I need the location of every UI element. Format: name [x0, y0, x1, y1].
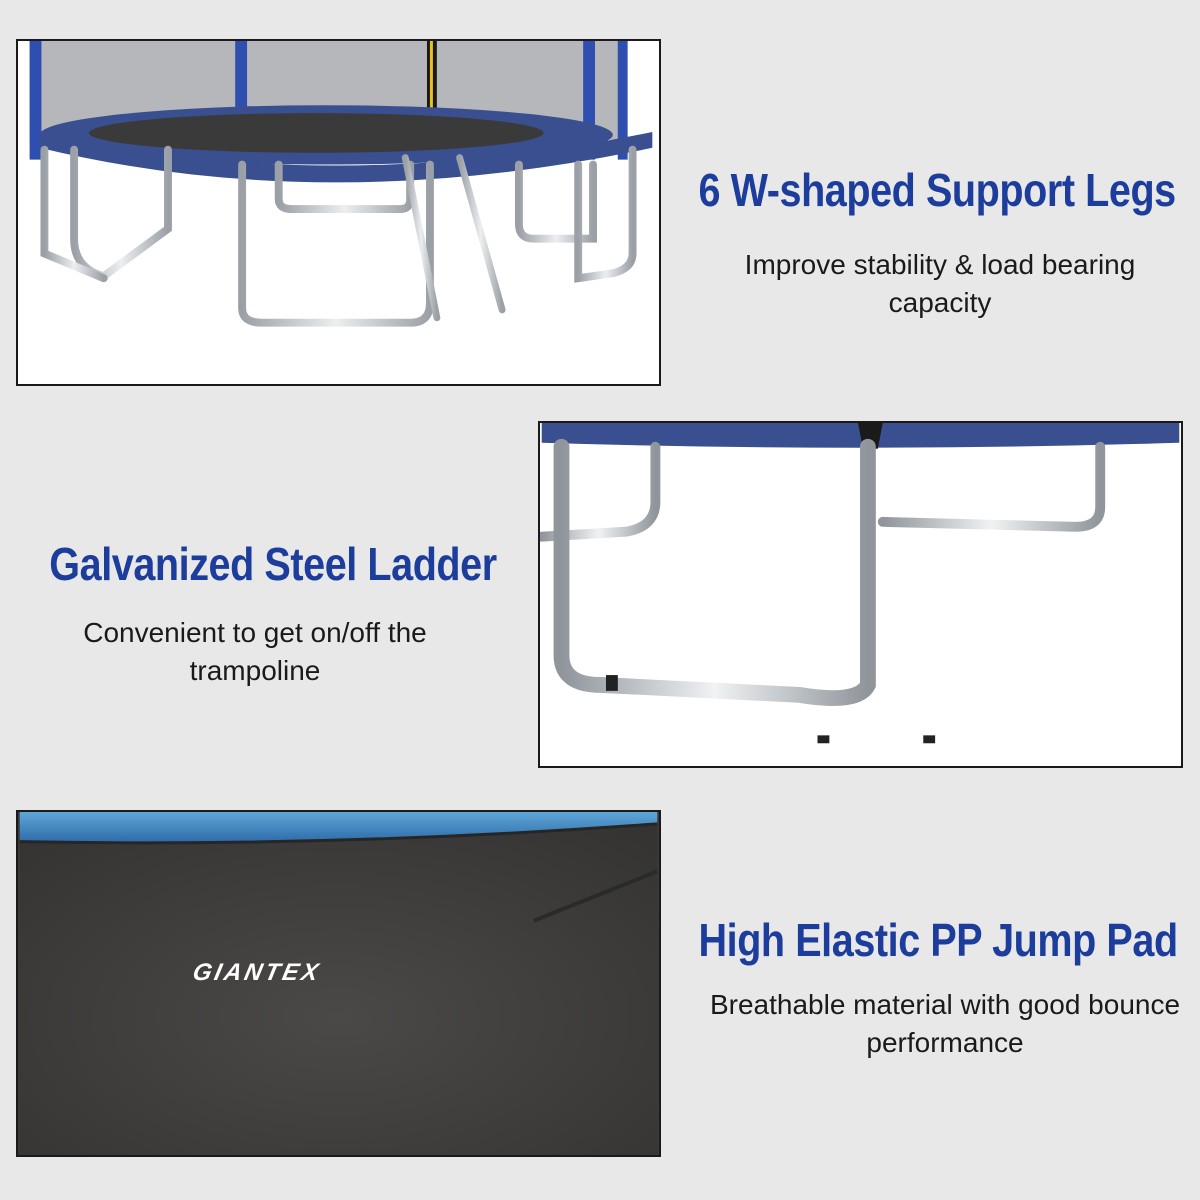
steel-ladder-photo-icon: [540, 423, 1180, 766]
trampoline-legs-photo-icon: [19, 41, 658, 384]
jump-pad-description: Breathable material with good bounce per…: [709, 989, 1181, 1058]
steel-ladder-photo: [538, 421, 1183, 768]
logo-text: GIANTEX: [190, 959, 324, 986]
support-legs-title: 6 W-shaped Support Legs: [698, 164, 1177, 216]
support-legs-description: Improve stability & load bearing capacit…: [744, 249, 1136, 318]
jump-pad-photo: [16, 810, 661, 1157]
steel-ladder-title: Galvanized Steel Ladder: [49, 538, 497, 590]
giantex-logo: GIANTEX: [165, 955, 495, 991]
support-legs-photo: [16, 39, 661, 386]
jump-pad-title: High Elastic PP Jump Pad: [698, 914, 1179, 966]
steel-ladder-description: Convenient to get on/off the trampoline: [83, 617, 427, 686]
jump-pad-photo-icon: [19, 812, 659, 1155]
